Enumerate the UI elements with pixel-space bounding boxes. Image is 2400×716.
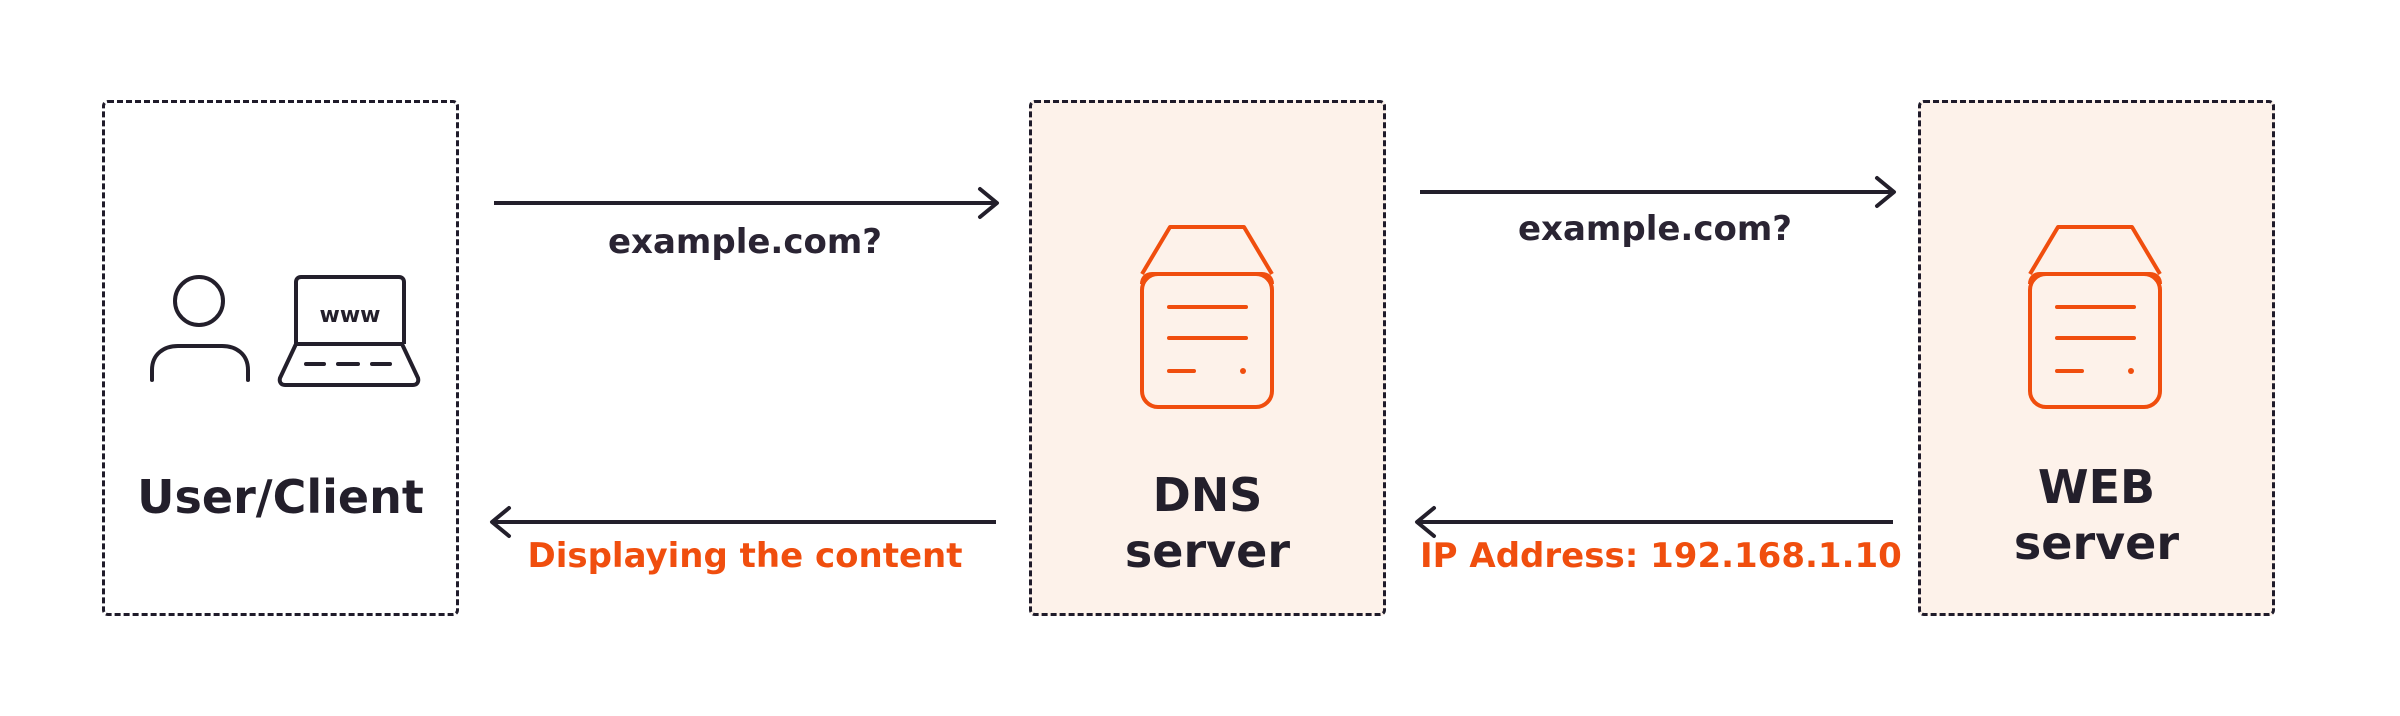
user-icon [148,274,252,386]
dns-server-icon [1138,222,1276,412]
web-server-node: WEB server [1918,100,2275,616]
edge-label-dns-to-client: Displaying the content [527,536,963,576]
edge-label-dns-to-web: example.com? [1518,209,1792,249]
edge-label-client-to-dns: example.com? [608,222,882,262]
dns-label-line-1: DNS [1152,468,1263,522]
user-client-label: User/Client [137,470,424,524]
user-client-node: User/Client [102,100,459,616]
arrow-dns-to-web [1420,176,1896,208]
dns-server-node: DNS server [1029,100,1386,616]
web-server-icon [2026,222,2164,412]
arrow-dns-to-client [490,506,996,538]
edge-label-web-to-dns: IP Address: 192.168.1.10 [1420,536,1902,576]
web-label-line-1: WEB [2037,460,2156,514]
dns-server-label: DNS server [1032,467,1383,579]
web-label-line-2: server [2013,516,2180,570]
laptop-www-text: www [320,303,381,328]
arrow-web-to-dns [1415,506,1893,538]
arrow-client-to-dns [494,187,999,219]
web-server-label: WEB server [1921,459,2272,571]
dns-label-line-2: server [1124,524,1291,578]
laptop-icon: www [276,274,422,390]
